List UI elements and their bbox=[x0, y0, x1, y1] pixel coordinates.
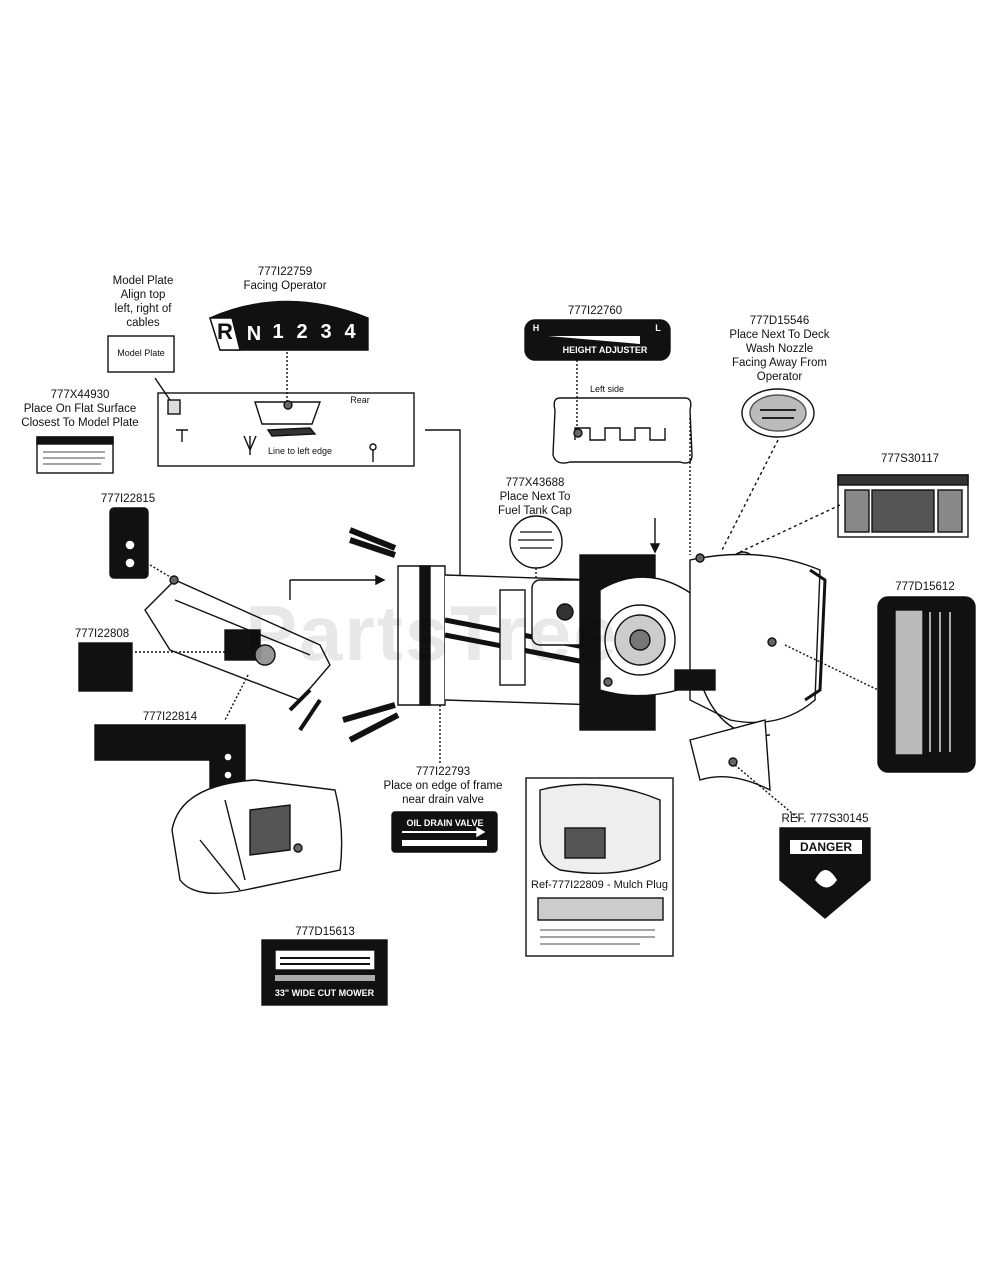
label-777I22759: 777I22759 Facing Operator bbox=[243, 266, 327, 292]
grass-bag bbox=[171, 779, 343, 895]
height-adjuster-text: HEIGHT ADJUSTER bbox=[562, 345, 648, 355]
decal-777I22808 bbox=[78, 642, 133, 692]
gear-4: 4 bbox=[344, 321, 356, 343]
label-777I22793: 777I22793 Place on edge of frame near dr… bbox=[383, 766, 503, 806]
line-to-left-text: Line to left edge bbox=[267, 446, 333, 456]
label-777I22808: 777I22808 bbox=[74, 628, 130, 640]
danger-text: DANGER bbox=[799, 840, 852, 854]
gear-2: 2 bbox=[296, 321, 308, 343]
rear-deflector bbox=[689, 719, 771, 792]
control-handle bbox=[144, 579, 331, 732]
label-777D15613: 777D15613 bbox=[295, 926, 355, 938]
model-plate-text: Model Plate bbox=[117, 348, 165, 358]
label-777X43688: 777X43688 Place Next To Fuel Tank Cap bbox=[498, 477, 572, 517]
height-L: L bbox=[655, 323, 661, 333]
label-mulch-plug: Ref-777I22809 - Mulch Plug bbox=[531, 879, 668, 891]
label-777X44930: 777X44930 Place On Flat Surface Closest … bbox=[21, 389, 139, 429]
gear-N: N bbox=[246, 323, 262, 345]
gear-1: 1 bbox=[272, 321, 284, 343]
model-plate-box bbox=[107, 335, 175, 373]
fuel-cap-decal bbox=[509, 515, 563, 569]
mower-body bbox=[277, 527, 827, 743]
oil-drain-text: OIL DRAIN VALVE bbox=[406, 818, 484, 828]
label-777I22760: 777I22760 bbox=[567, 305, 623, 317]
leader-model-plate bbox=[154, 377, 173, 404]
decal-777D15612 bbox=[877, 596, 976, 773]
label-777D15612: 777D15612 bbox=[895, 581, 955, 593]
label-777I22814: 777I22814 bbox=[142, 711, 198, 723]
label-777S30117: 777S30117 bbox=[881, 453, 939, 465]
label-ref-777S30145: REF. 777S30145 bbox=[781, 813, 869, 825]
gear-3: 3 bbox=[320, 321, 332, 343]
height-bracket bbox=[552, 397, 693, 464]
label-777I22815: 777I22815 bbox=[100, 493, 156, 505]
gear-R: R bbox=[217, 319, 233, 344]
label-777D15546: 777D15546 Place Next To Deck Wash Nozzle… bbox=[729, 315, 830, 383]
gear-slot-outline bbox=[254, 401, 321, 425]
shift-decal bbox=[209, 300, 369, 351]
height-H: H bbox=[532, 323, 540, 333]
left-side-text: Left side bbox=[589, 384, 625, 394]
rear-text: Rear bbox=[350, 395, 370, 405]
watermark: PartsTree bbox=[245, 589, 619, 677]
model-plate-instruction: Model Plate Align top left, right of cab… bbox=[112, 275, 174, 329]
wide-cut-text: 33" WIDE CUT MOWER bbox=[274, 988, 375, 998]
